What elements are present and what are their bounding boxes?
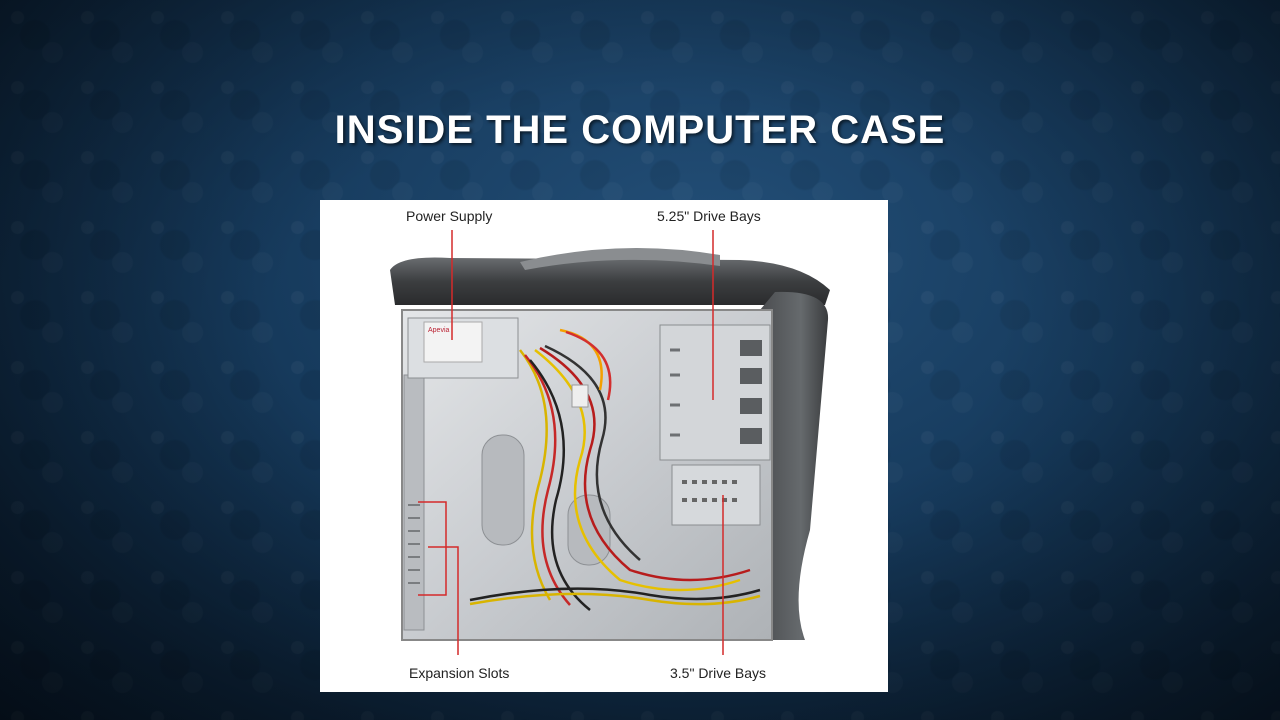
label-525-drive-bays: 5.25" Drive Bays — [657, 208, 761, 224]
label-power-supply: Power Supply — [406, 208, 493, 224]
label-expansion-slots: Expansion Slots — [409, 665, 510, 681]
label-35-drive-bays: 3.5" Drive Bays — [670, 665, 767, 681]
drive-bay-525-slots — [740, 340, 762, 444]
psu-brand-text: Apevia — [428, 327, 450, 334]
molex-connector — [571, 384, 589, 408]
power-supply-sticker — [423, 321, 483, 363]
case-front-bezel — [760, 291, 829, 640]
case-handle — [520, 247, 720, 270]
callout-lines — [418, 230, 724, 655]
callout-bracket-slots-1 — [418, 501, 447, 596]
case-top-lid — [390, 257, 830, 305]
expansion-slot-covers — [408, 504, 420, 584]
drive-bay-35-holes — [682, 480, 737, 502]
drive-bay-525-rails — [670, 348, 680, 437]
drive-cage-35 — [671, 464, 761, 526]
slide-title: INSIDE THE COMPUTER CASE — [334, 108, 946, 152]
tray-cutout-left — [481, 434, 525, 546]
tray-cutout-right — [567, 494, 611, 566]
callout-bracket-slots-2 — [428, 546, 459, 655]
computer-case-illustration: Apevia — [390, 230, 830, 655]
computer-case-photo: Apevia — [320, 200, 888, 692]
